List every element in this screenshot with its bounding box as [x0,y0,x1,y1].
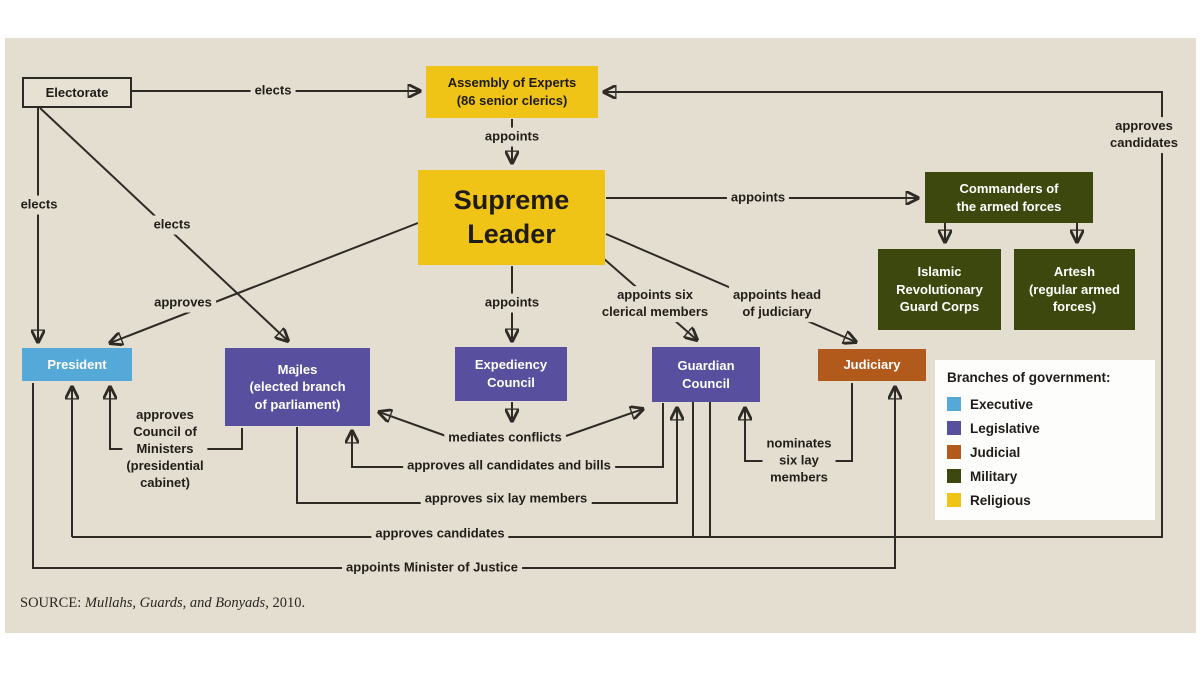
edge-label-appoints-leader: appoints [480,127,544,147]
edge-label-approves-president: approves [150,293,216,313]
source-prefix: SOURCE: [20,595,85,611]
edge-label-appoints-minister: appoints Minister of Justice [342,558,522,578]
edge-label-appoints-commanders: appoints [726,188,790,208]
edge-label-nominates: nominates six lay members [762,434,836,488]
legend-title: Branches of government: [947,370,1111,385]
node-commanders-armed-forces: Commanders of the armed forces [925,172,1093,223]
edge-label-appoints-expediency: appoints [480,293,544,313]
legend-item-military: Military [947,464,1147,488]
diagram-background [5,38,1196,633]
edge-label-approves-candidates-up: approves candidates [1106,117,1182,153]
edge-label-approves-six: approves six lay members [420,489,592,509]
node-majles: Majles (elected branch of parliament) [225,348,370,426]
legend-item-judicial: Judicial [947,440,1147,464]
node-assembly-of-experts: Assembly of Experts (86 senior clerics) [426,66,598,118]
node-artesh: Artesh (regular armed forces) [1014,249,1135,330]
legend-item-legislative: Legislative [947,416,1147,440]
edge-label-approves-candidates-down: approves candidates [371,524,509,544]
edge-label-elects-president: elects [16,195,62,215]
edge-label-council-ministers: approves Council of Ministers (president… [122,405,208,493]
judicial-color-swatch [947,445,961,459]
edge-label-elects-assembly: elects [250,81,296,101]
legislative-color-swatch [947,421,961,435]
node-expediency-council: Expediency Council [455,347,567,401]
source-suffix: , 2010. [265,595,306,611]
node-president: President [22,348,132,381]
edge-label-appoints-judiciary: appoints head of judiciary [728,286,826,322]
military-color-swatch [947,469,961,483]
legend-item-religious: Religious [947,488,1147,512]
legend-item-executive: Executive [947,392,1147,416]
religious-color-swatch [947,493,961,507]
source-title: Mullahs, Guards, and Bonyads [84,595,266,611]
executive-color-swatch [947,397,961,411]
node-revolutionary-guard: Islamic Revolutionary Guard Corps [878,249,1001,330]
node-supreme-leader: Supreme Leader [418,170,605,265]
legend-branches-of-government: Branches of government: Executive Legisl… [935,360,1155,520]
edge-label-mediates: mediates conflicts [444,428,566,448]
edge-label-elects-majles: elects [149,215,195,235]
node-judiciary: Judiciary [818,349,926,381]
source-caption: SOURCE: Mullahs, Guards, and Bonyads, 20… [20,595,305,612]
edge-label-appoints-clerical: appoints six clerical members [597,286,713,322]
edge-label-approves-all: approves all candidates and bills [403,456,615,476]
node-electorate: Electorate [22,77,132,108]
node-guardian-council: Guardian Council [652,347,760,402]
